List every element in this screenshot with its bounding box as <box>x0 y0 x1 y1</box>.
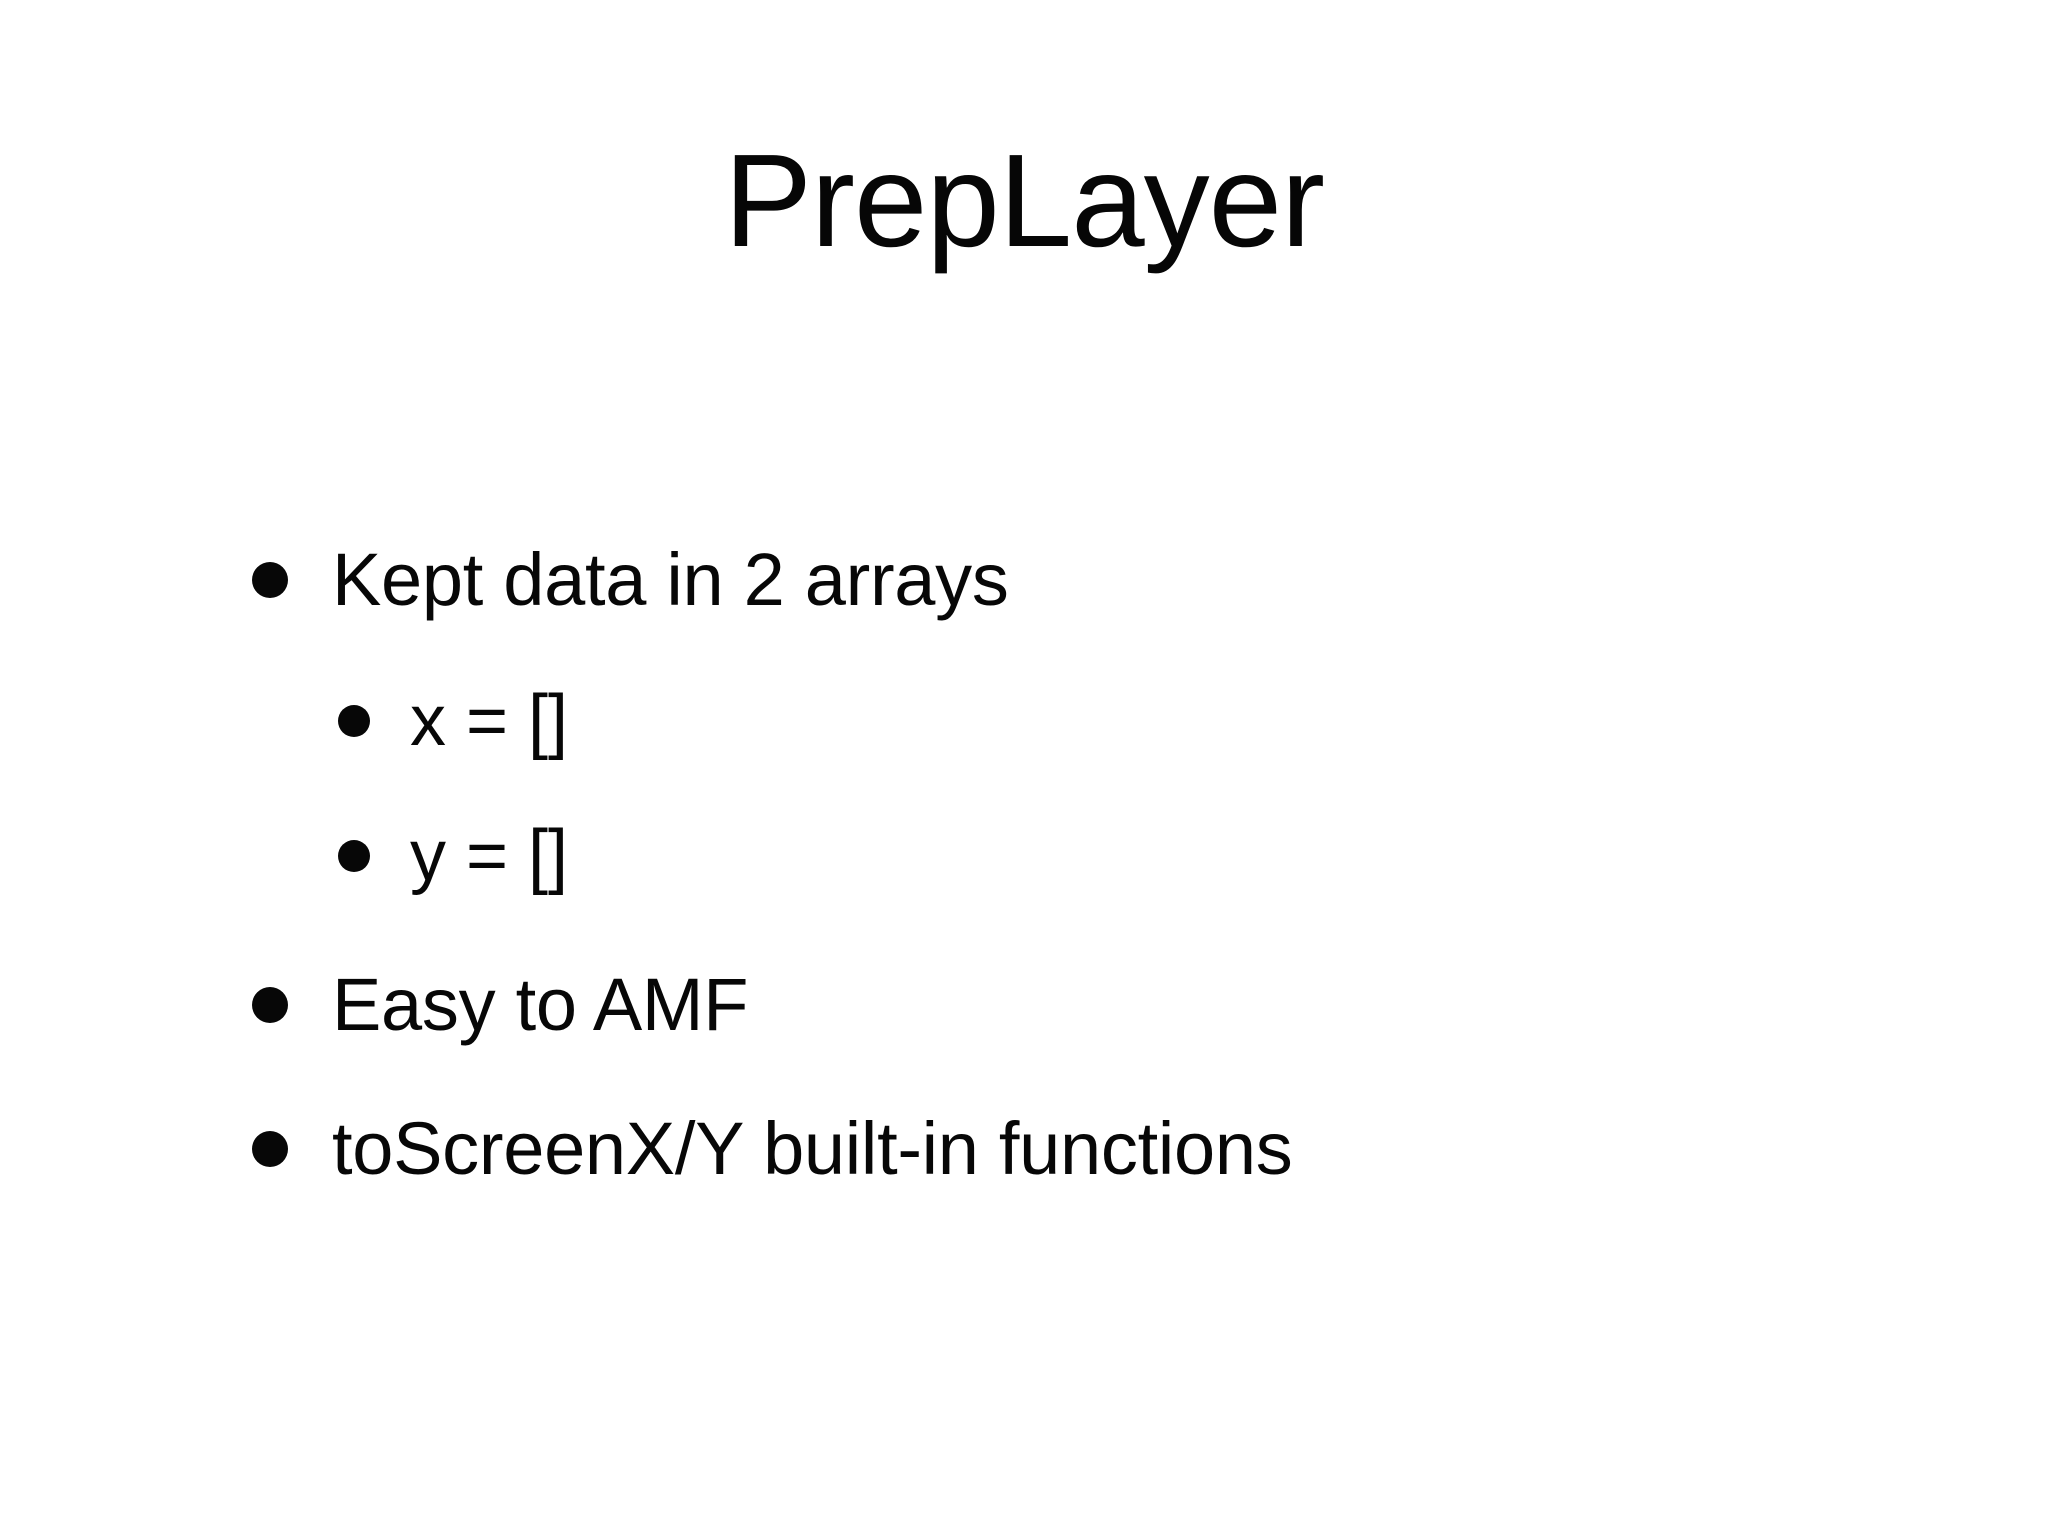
list-item-label: y = [] <box>410 816 569 897</box>
page-title: PrepLayer <box>723 127 1325 274</box>
list-item-label: Kept data in 2 arrays <box>332 538 1009 621</box>
list-item-label: Easy to AMF <box>332 963 749 1047</box>
list-item: toScreenX/Y built-in functions <box>252 1105 1872 1192</box>
list-item: Kept data in 2 arrays <box>252 536 1872 623</box>
list-item-label: toScreenX/Y built-in functions <box>332 1106 1293 1190</box>
bullet-point-icon <box>252 1130 288 1167</box>
list-item: Easy to AMF <box>252 961 1872 1048</box>
bullet-point-icon <box>252 562 288 598</box>
bullet-point-icon <box>252 987 288 1024</box>
list-item: x = [] <box>338 679 1872 764</box>
bullet-point-icon <box>338 840 370 873</box>
list-item-label: x = [] <box>410 681 569 762</box>
list-item: y = [] <box>338 814 1872 899</box>
bullet-point-icon <box>338 705 370 738</box>
bullet-list: Kept data in 2 arrays x = [] y = [] Easy… <box>252 536 1872 1248</box>
